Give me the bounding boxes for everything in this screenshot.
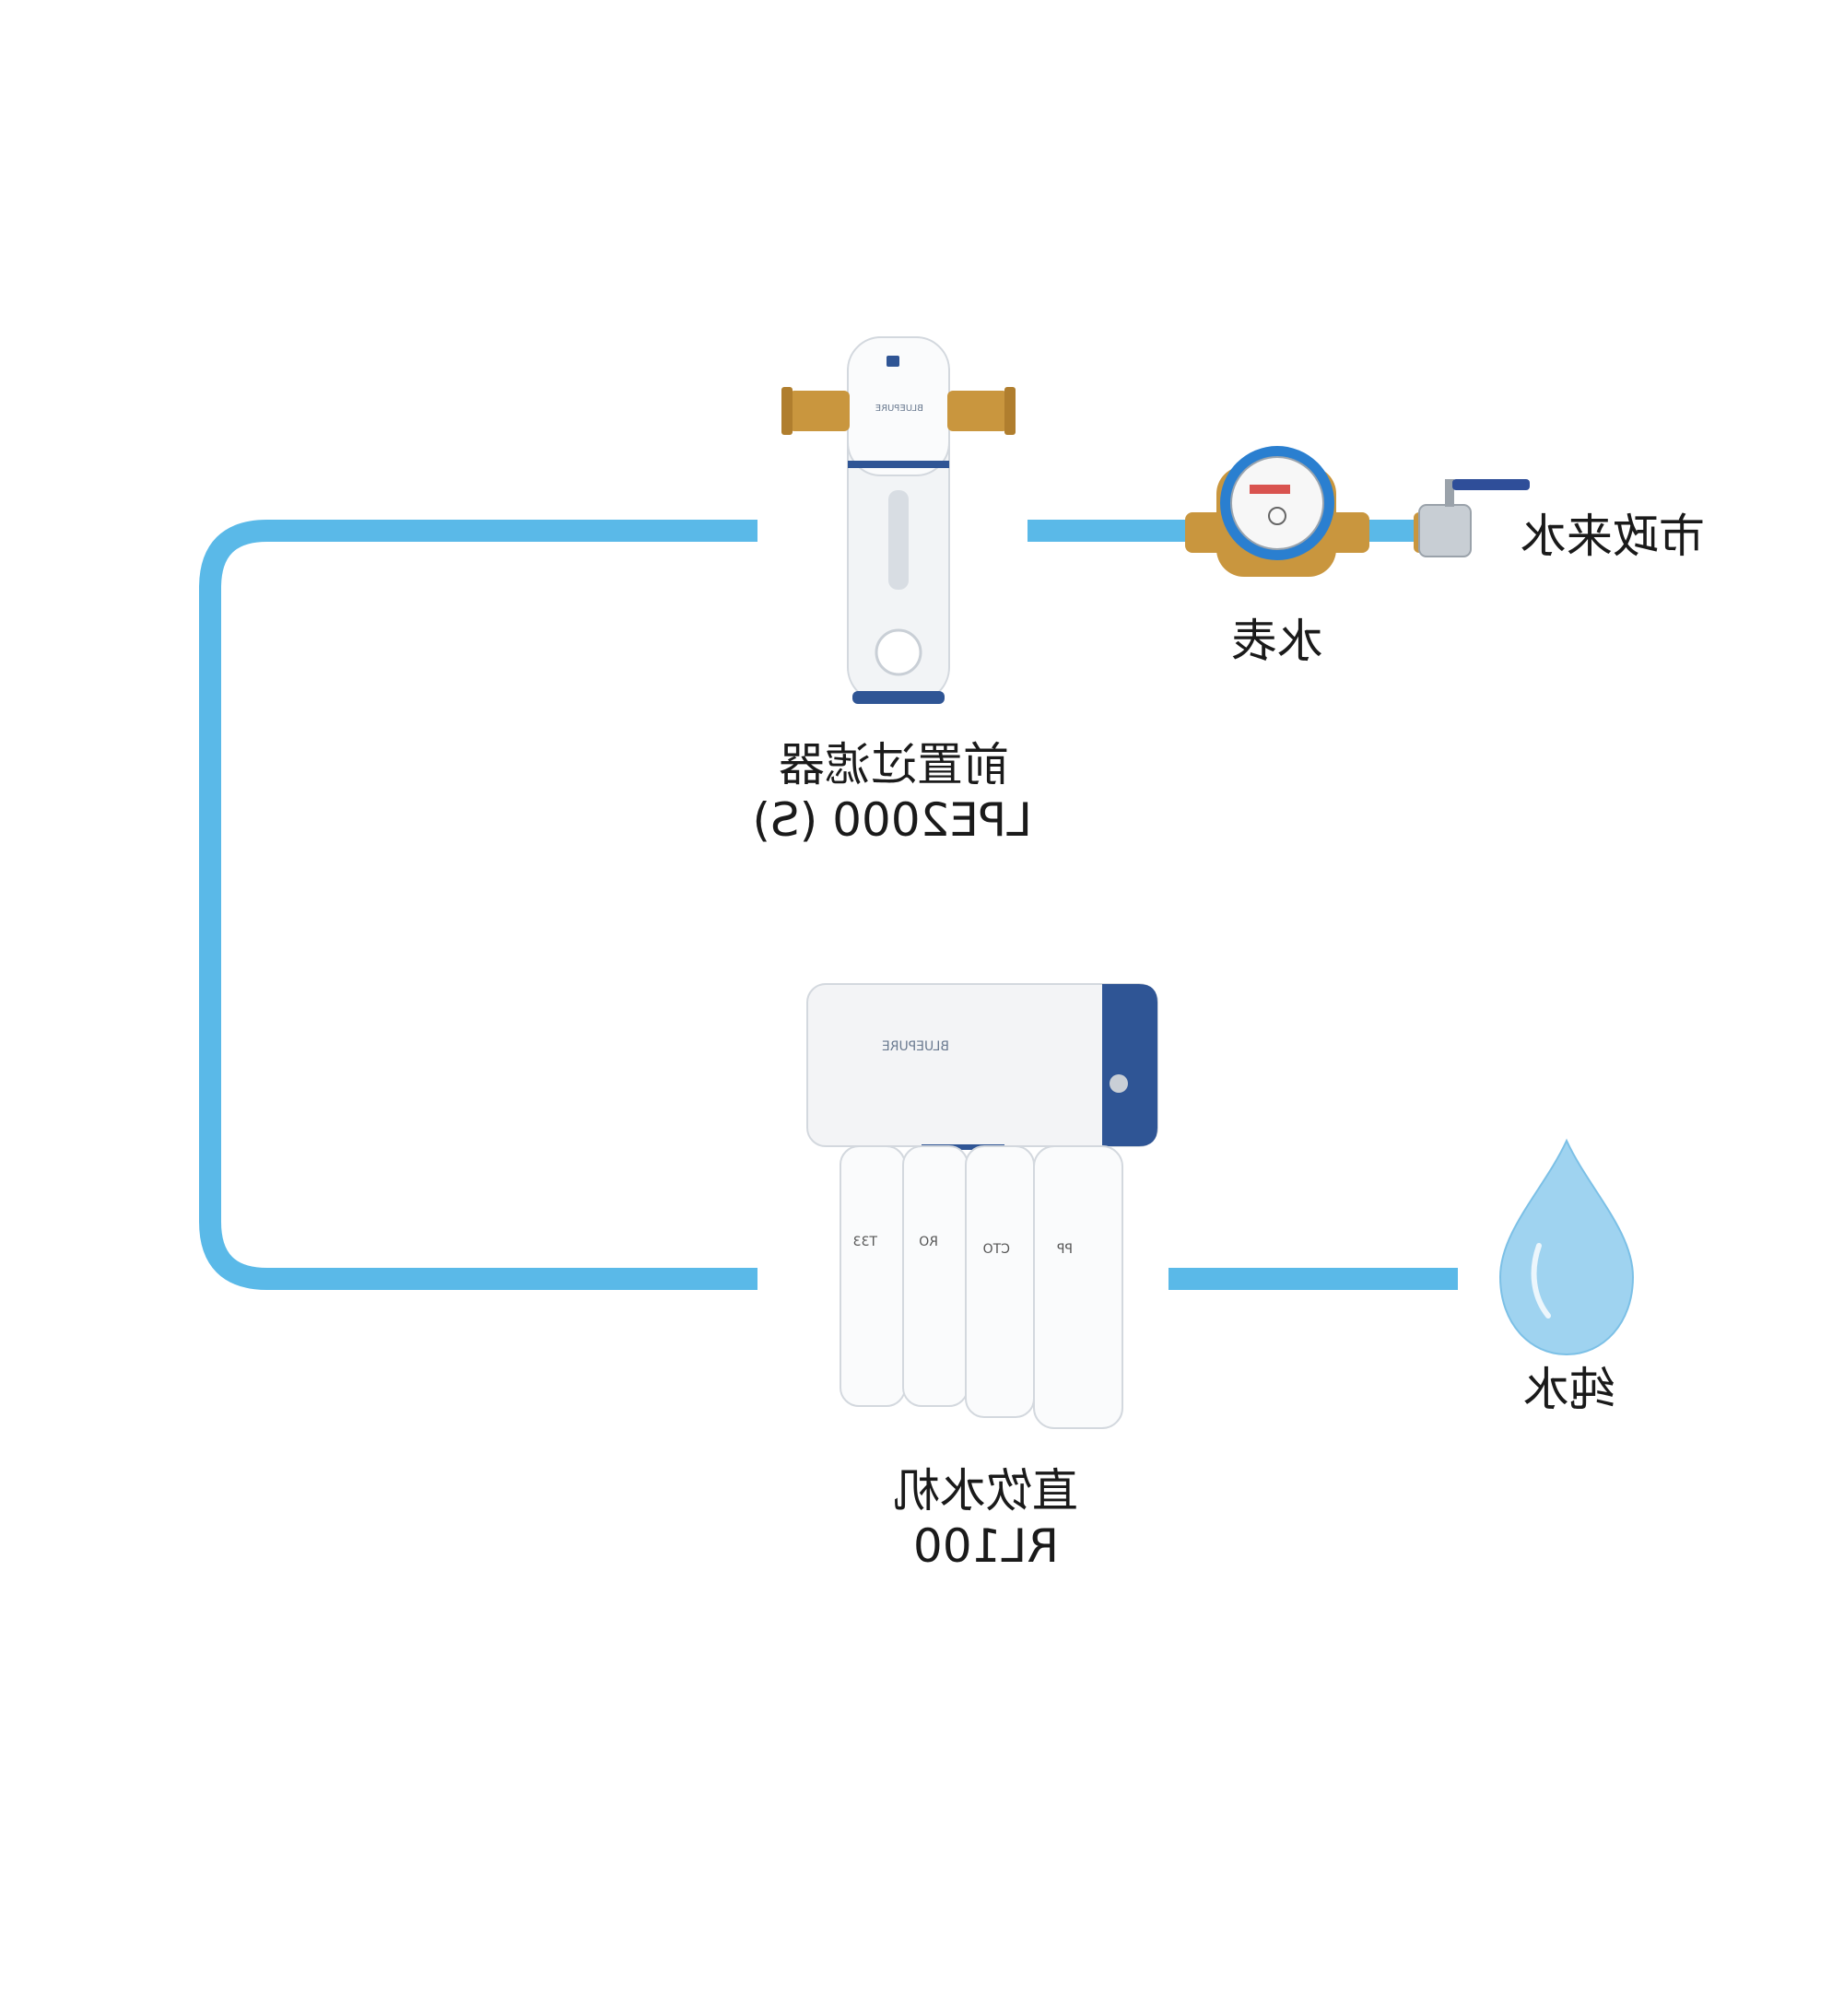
water-droplet-icon — [1498, 1138, 1635, 1356]
water-meter-text: 水表 — [1231, 615, 1323, 668]
purifier-device: BLUEPURE T33 RO CTO PP — [806, 983, 1158, 1429]
cartridges: T33 RO CTO PP — [840, 1145, 1123, 1429]
purifier-brand-text: BLUEPURE — [882, 1039, 949, 1054]
label-purifier: 直饮水机 RL100 — [875, 1463, 1097, 1574]
cartridge-label-cto: CTO — [983, 1242, 1010, 1257]
pre-filter-model: LPE2000 (S) — [752, 793, 1033, 847]
label-pure-water: 纯水 — [1519, 1362, 1620, 1417]
purifier-model: RL100 — [912, 1519, 1060, 1573]
cartridge-label-t33: T33 — [853, 1235, 878, 1249]
pre-filter-name: 前置过滤器 — [779, 738, 1009, 791]
cartridge-label-pp: PP — [1057, 1242, 1073, 1257]
pre-filter-brand-text: BLUEPURE — [875, 404, 923, 414]
water-meter-device — [1185, 446, 1530, 577]
label-pre-filter: 前置过滤器 LPE2000 (S) — [752, 737, 1033, 848]
pure-water-text: 纯水 — [1523, 1363, 1615, 1416]
cartridge-label-ro: RO — [919, 1235, 938, 1249]
label-water-meter: 水表 — [1231, 614, 1323, 669]
purifier-name: 直饮水机 — [894, 1464, 1078, 1518]
label-municipal-water: 市政来水 — [1521, 509, 1705, 564]
pre-filter-device: BLUEPURE — [781, 336, 1016, 704]
municipal-water-text: 市政来水 — [1521, 510, 1705, 563]
pipe-loop-left — [199, 520, 757, 1290]
